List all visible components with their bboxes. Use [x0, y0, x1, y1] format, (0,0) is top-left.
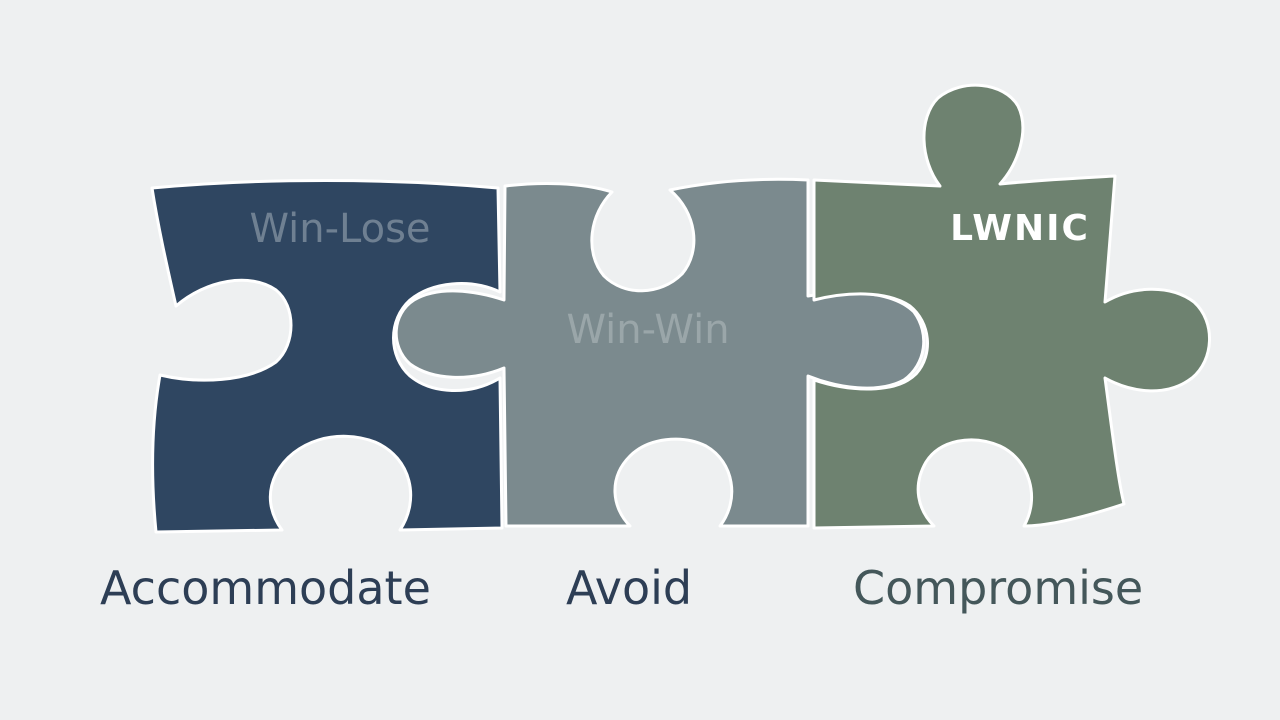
puzzle-piece-win-lose: [150, 179, 504, 534]
piece-label-win-lose: Win-Lose: [249, 206, 430, 252]
piece-label-win-win: Win-Win: [566, 307, 729, 353]
caption-accommodate: Accommodate: [100, 561, 431, 615]
puzzle-piece-win-win: [394, 177, 926, 528]
logo: LWNIC: [950, 208, 1090, 249]
caption-avoid: Avoid: [566, 561, 693, 615]
caption-compromise: Compromise: [853, 561, 1144, 615]
puzzle-piece-compromise: [812, 83, 1211, 530]
